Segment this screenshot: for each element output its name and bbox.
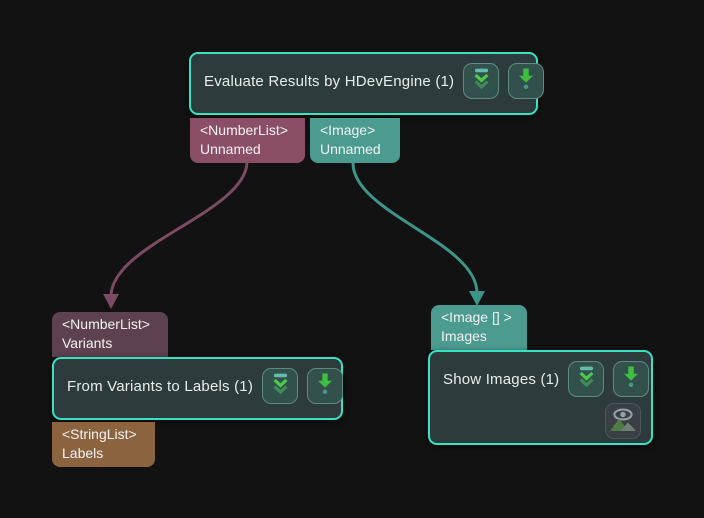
double-chevron-down-icon: [576, 365, 597, 393]
input-port-variants[interactable]: <NumberList> Variants: [52, 312, 168, 357]
double-chevron-down-icon: [270, 372, 291, 400]
port-type: <Image>: [320, 122, 376, 138]
port-name: Unnamed: [200, 141, 261, 157]
double-chevron-down-icon: [471, 67, 492, 95]
output-port-numberlist-unnamed[interactable]: <NumberList> Unnamed: [190, 118, 305, 163]
image-preview-button[interactable]: [605, 403, 641, 439]
node-title: Show Images (1): [443, 370, 560, 388]
tool-node-from-variants-to-labels[interactable]: From Variants to Labels (1): [52, 357, 344, 420]
tool-node-show-images[interactable]: Show Images (1): [428, 350, 653, 445]
run-until-here-button[interactable]: [613, 361, 650, 397]
output-port-labels[interactable]: <StringList> Labels: [52, 422, 155, 467]
port-name: Unnamed: [320, 141, 381, 157]
expand-results-button[interactable]: [568, 361, 605, 397]
edge-image[interactable]: [351, 162, 479, 294]
arrow-down-dot-icon: [621, 365, 641, 394]
tool-node-evaluate-results[interactable]: Evaluate Results by HDevEngine (1): [189, 52, 545, 115]
node-title: From Variants to Labels (1): [67, 377, 254, 395]
node-title: Evaluate Results by HDevEngine (1): [204, 72, 455, 90]
edge-numberlist-arrowhead: [103, 294, 119, 309]
expand-results-button[interactable]: [262, 368, 299, 404]
port-type: <NumberList>: [62, 316, 150, 332]
port-name: Labels: [62, 445, 104, 461]
edge-numberlist[interactable]: [109, 162, 249, 297]
expand-results-button[interactable]: [463, 63, 500, 99]
port-type: <NumberList>: [200, 122, 288, 138]
run-until-here-button[interactable]: [508, 63, 545, 99]
port-name: Variants: [62, 335, 113, 351]
arrow-down-dot-icon: [516, 67, 536, 96]
port-type: <Image [] >: [441, 309, 512, 325]
run-until-here-button[interactable]: [307, 368, 344, 404]
image-eye-icon: [609, 405, 637, 438]
input-port-images[interactable]: <Image [] > Images: [431, 305, 527, 350]
arrow-down-dot-icon: [315, 372, 335, 401]
port-type: <StringList>: [62, 426, 137, 442]
port-name: Images: [441, 328, 487, 344]
output-port-image-unnamed[interactable]: <Image> Unnamed: [310, 118, 400, 163]
edge-image-arrowhead: [469, 291, 485, 306]
